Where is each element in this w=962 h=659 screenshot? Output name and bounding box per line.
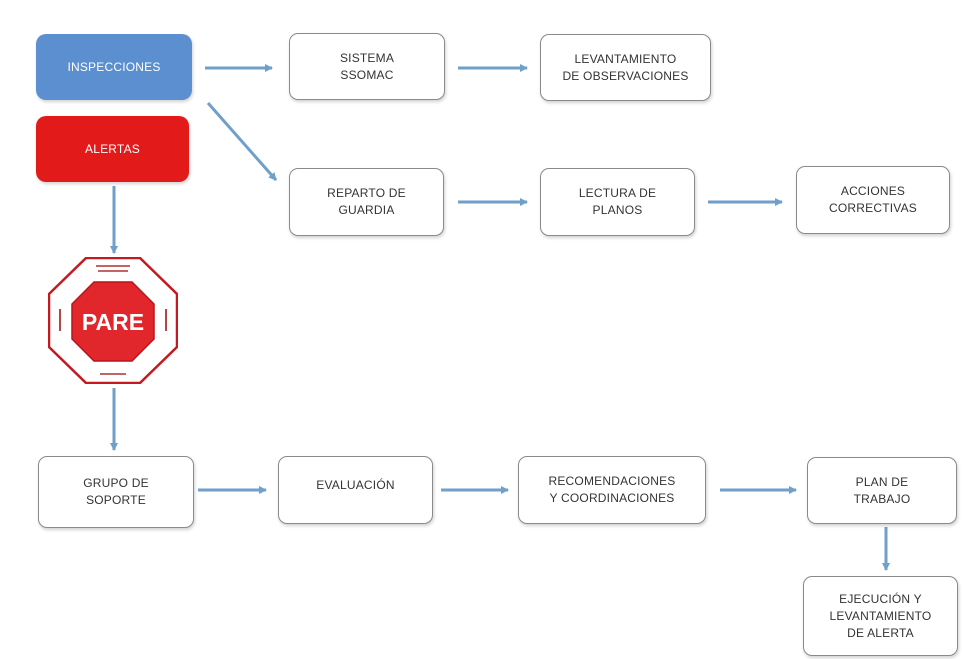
- node-evaluacion: EVALUACIÓN: [278, 456, 433, 524]
- node-recomendaciones-label: RECOMENDACIONES Y COORDINACIONES: [548, 474, 676, 505]
- node-grupo-soporte: GRUPO DE SOPORTE: [38, 456, 194, 528]
- node-reparto-guardia: REPARTO DE GUARDIA: [289, 168, 444, 236]
- node-levantamiento-observaciones: LEVANTAMIENTO DE OBSERVACIONES: [540, 34, 711, 101]
- node-ejecucion-label: EJECUCIÓN Y LEVANTAMIENTO DE ALERTA: [829, 591, 932, 640]
- node-alertas-label: ALERTAS: [85, 141, 140, 156]
- node-plan-trabajo-label: PLAN DE TRABAJO: [853, 474, 911, 506]
- arrow-inspecciones-to-reparto: [206, 102, 278, 181]
- node-inspecciones: INSPECCIONES: [36, 34, 192, 100]
- node-levantamiento-observaciones-label: LEVANTAMIENTO DE OBSERVACIONES: [562, 51, 689, 83]
- node-sistema-ssomac-label: SISTEMA SSOMAC: [339, 50, 395, 82]
- node-sistema-ssomac: SISTEMA SSOMAC: [289, 33, 445, 100]
- stop-sign-label: PARE: [82, 309, 144, 335]
- stop-sign-inner-octagon: [71, 281, 155, 362]
- node-recomendaciones: RECOMENDACIONES Y COORDINACIONES: [518, 456, 706, 524]
- node-lectura-planos: LECTURA DE PLANOS: [540, 168, 695, 236]
- node-reparto-guardia-label: REPARTO DE GUARDIA: [327, 186, 406, 217]
- node-acciones-correctivas: ACCIONES CORRECTIVAS: [796, 166, 950, 234]
- stop-sign-icon: PARE: [47, 256, 179, 385]
- node-acciones-correctivas-label: ACCIONES CORRECTIVAS: [829, 184, 917, 215]
- node-grupo-soporte-label: GRUPO DE SOPORTE: [83, 476, 149, 507]
- node-alertas: ALERTAS: [36, 116, 189, 182]
- node-lectura-planos-label: LECTURA DE PLANOS: [578, 186, 657, 217]
- node-ejecucion: EJECUCIÓN Y LEVANTAMIENTO DE ALERTA: [803, 576, 958, 656]
- node-evaluacion-label: EVALUACIÓN: [316, 478, 395, 492]
- node-plan-trabajo: PLAN DE TRABAJO: [807, 457, 957, 524]
- node-inspecciones-label: INSPECCIONES: [67, 59, 161, 74]
